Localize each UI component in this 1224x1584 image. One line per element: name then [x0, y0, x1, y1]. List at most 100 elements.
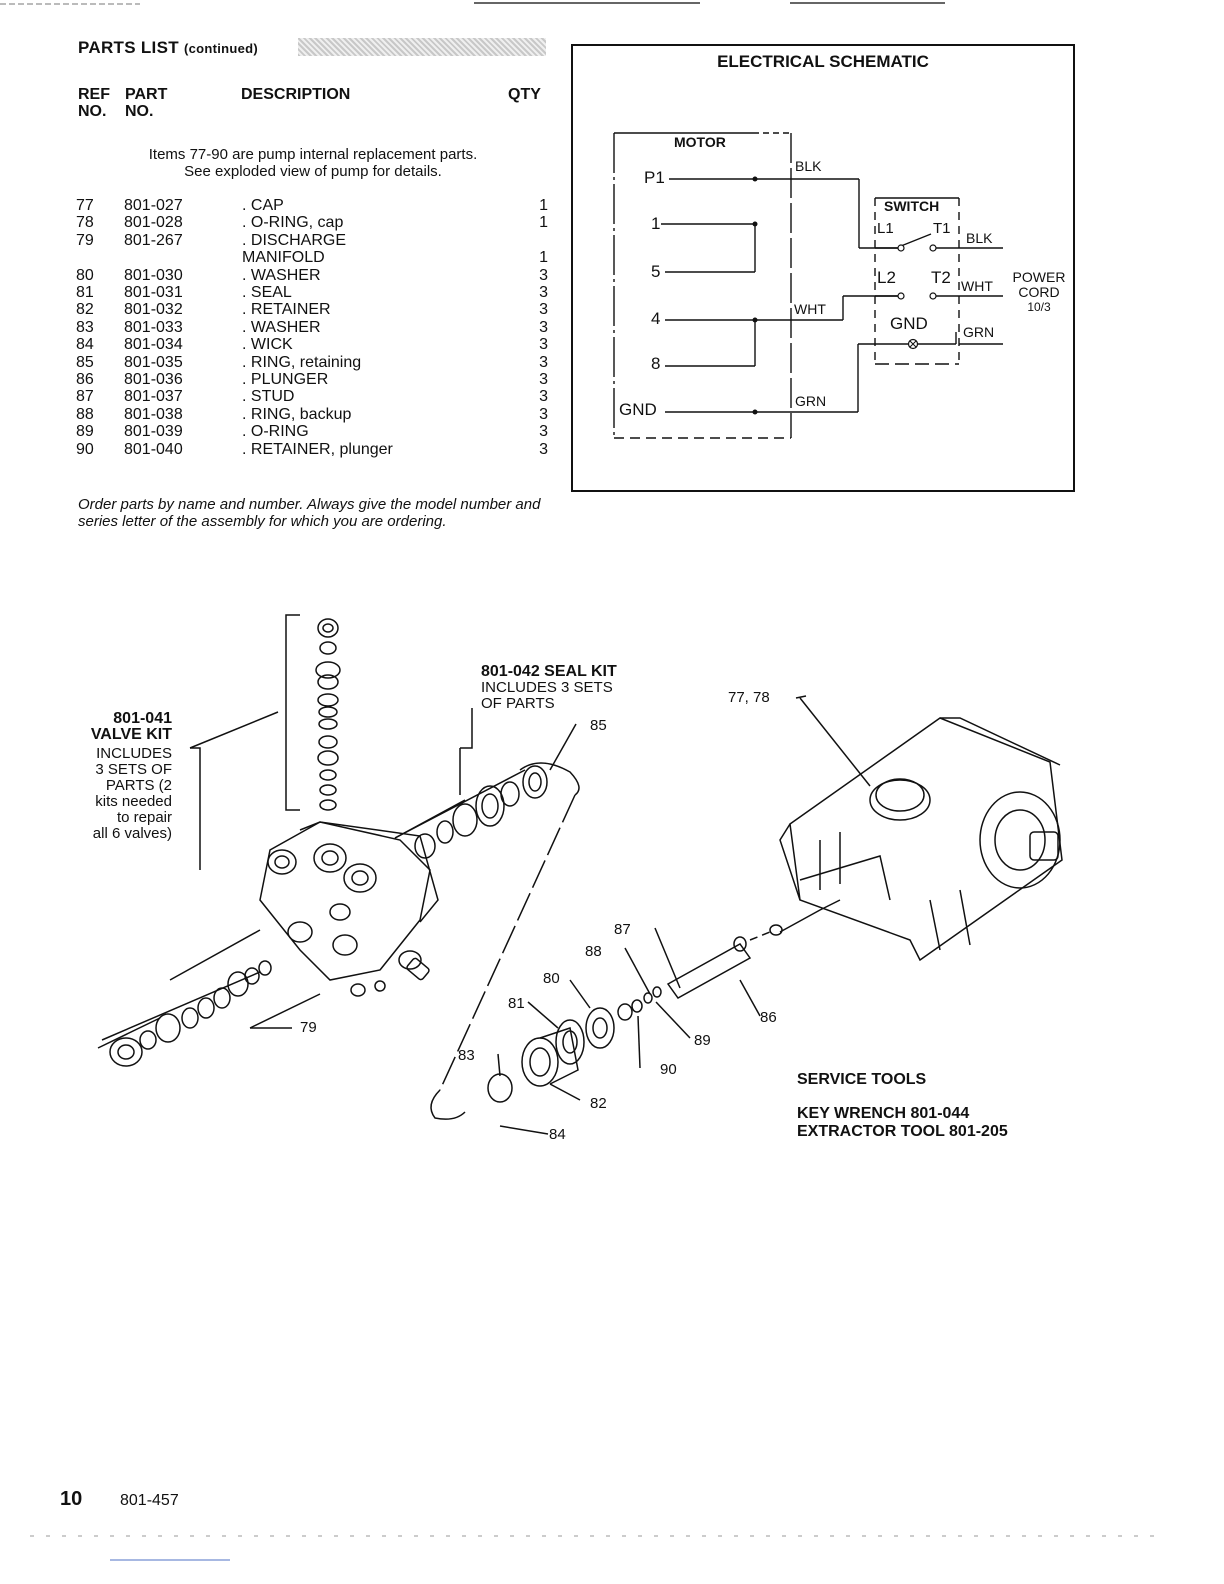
cell-part: 801-034: [124, 336, 183, 354]
cell-part: 801-027: [124, 197, 183, 214]
callout-80: 80: [543, 970, 560, 987]
cell-part: 801-040: [124, 440, 183, 458]
switch-gnd: GND: [890, 314, 928, 333]
cell-qty: 3: [539, 301, 548, 319]
cell-desc: . O-RING, cap: [242, 214, 344, 232]
title-shade-bar: [298, 38, 546, 56]
cell-desc: . RETAINER: [242, 301, 331, 319]
bottom-scan-noise: [30, 1535, 1160, 1561]
service-tools: SERVICE TOOLS KEY WRENCH 801-044 EXTRACT…: [797, 1071, 1008, 1140]
table-row: 82 801-032 . RETAINER 3: [76, 301, 548, 318]
cell-qty: 3: [539, 388, 548, 406]
cell-part: [124, 249, 242, 266]
table-row: 87 801-037 . STUD 3: [76, 388, 548, 405]
cell-qty: 3: [539, 423, 548, 441]
motor-label: MOTOR: [674, 134, 726, 150]
cell-part: 801-037: [124, 388, 183, 406]
switch-label: SWITCH: [884, 198, 940, 214]
cell-qty: 1: [539, 249, 548, 267]
callout-89: 89: [694, 1032, 711, 1049]
cell-part: 801-032: [124, 301, 183, 319]
cell-qty: 3: [539, 336, 548, 354]
cell-ref: [76, 249, 124, 266]
top-rules: [0, 2, 945, 5]
switch-t1: T1: [933, 220, 951, 237]
callout-82: 82: [590, 1095, 607, 1112]
callout-87: 87: [614, 921, 631, 938]
callout-77-78: 77, 78: [728, 689, 770, 706]
wire-blk-cord: BLK: [966, 230, 993, 246]
wire-wht-cord: WHT: [961, 278, 993, 294]
cell-qty: 3: [539, 353, 548, 371]
cell-desc: . CAP: [242, 197, 284, 214]
terminal-1: 1: [651, 214, 661, 233]
cell-part: 801-033: [124, 318, 183, 336]
cell-part: 801-031: [124, 284, 183, 302]
cell-qty: [518, 232, 548, 249]
cell-ref: 89: [76, 423, 94, 441]
cell-qty: 3: [539, 284, 548, 302]
cell-ref: 77: [76, 197, 94, 214]
cell-qty: 1: [539, 197, 548, 214]
electrical-schematic: ELECTRICAL SCHEMATIC: [571, 44, 1075, 492]
cell-ref: 80: [76, 266, 94, 284]
terminal-p1: P1: [644, 168, 665, 187]
cell-ref: 82: [76, 301, 94, 319]
cell-part: 801-028: [124, 214, 183, 232]
cell-desc: MANIFOLD: [242, 249, 325, 267]
cell-qty: 3: [539, 266, 548, 284]
order-note: Order parts by name and number. Always g…: [78, 496, 541, 530]
cell-part: 801-035: [124, 353, 183, 371]
wire-blk-motor: BLK: [795, 158, 822, 174]
document-number: 801-457: [120, 1492, 179, 1509]
terminal-5: 5: [651, 262, 661, 281]
terminal-gnd: GND: [619, 400, 657, 419]
callout-90: 90: [660, 1061, 677, 1078]
cell-desc: . WASHER: [242, 266, 321, 284]
switch-l2: L2: [877, 268, 896, 287]
cell-part: 801-039: [124, 423, 183, 441]
cell-ref: 87: [76, 388, 94, 406]
cell-qty: 1: [539, 214, 548, 232]
terminal-4: 4: [651, 309, 661, 328]
pump-parts-note: Items 77-90 are pump internal replacemen…: [148, 146, 478, 180]
schematic-wiring: [613, 132, 1003, 439]
cell-desc: . RING, retaining: [242, 353, 362, 371]
cell-ref: 84: [76, 336, 94, 354]
switch-l1: L1: [877, 220, 894, 237]
page-number: 10: [60, 1488, 83, 1510]
cell-desc: . STUD: [242, 388, 295, 406]
callout-83: 83: [458, 1047, 475, 1064]
terminal-8: 8: [651, 354, 661, 373]
cell-qty: 3: [539, 371, 548, 389]
table-row: 77 801-027 . CAP 1: [76, 197, 548, 214]
seal-kit-label: 801-042 SEAL KIT INCLUDES 3 SETS OF PART…: [481, 663, 617, 712]
callout-79: 79: [300, 1019, 317, 1036]
cell-ref: 88: [76, 405, 94, 423]
cell-desc: . WASHER: [242, 318, 321, 336]
cell-desc: . RING, backup: [242, 405, 352, 423]
cell-desc: . DISCHARGE: [242, 231, 347, 249]
cell-ref: 83: [76, 318, 94, 336]
cell-desc: . O-RING: [242, 423, 309, 441]
cell-part: 801-030: [124, 266, 183, 284]
valve-kit-description: INCLUDES 3 SETS OF PARTS (2 kits needed …: [92, 745, 172, 842]
callout-86: 86: [760, 1009, 777, 1026]
cell-part: 801-267: [124, 231, 183, 249]
table-row: 80 801-030 . WASHER 3: [76, 267, 548, 284]
cell-qty: 3: [539, 405, 548, 423]
callout-84: 84: [549, 1126, 566, 1143]
cell-ref: 86: [76, 371, 94, 389]
cell-ref: 79: [76, 231, 94, 249]
wire-grn-motor: GRN: [795, 393, 827, 409]
table-row: MANIFOLD 1: [76, 249, 548, 266]
cell-ref: 78: [76, 214, 94, 232]
